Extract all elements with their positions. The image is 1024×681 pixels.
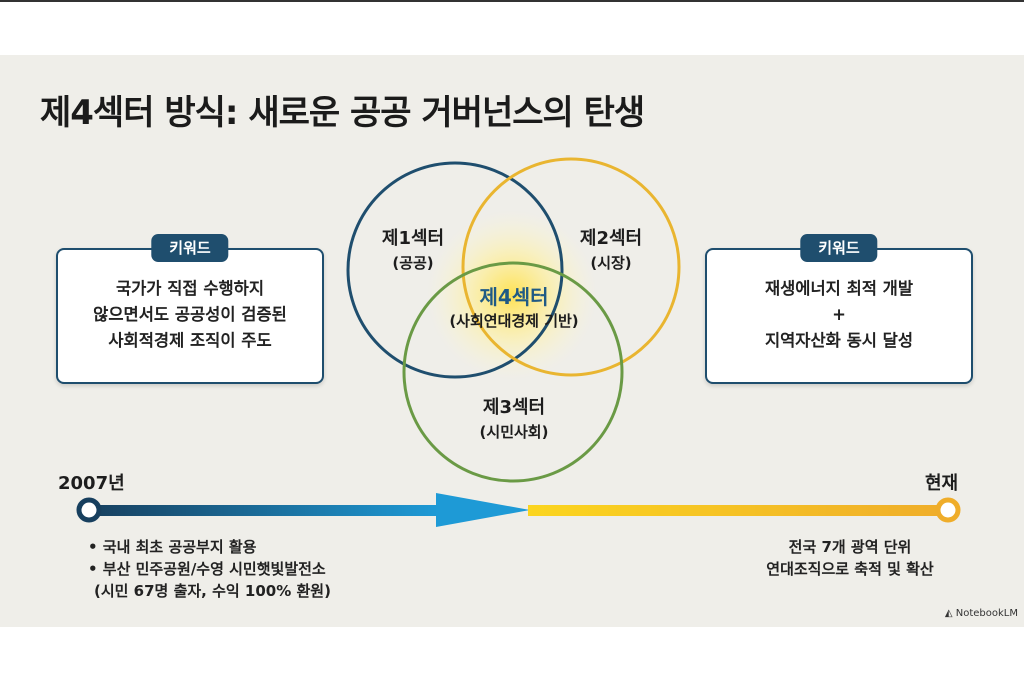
slide-title: 제4섹터 방식: 새로운 공공 거버넌스의 탄생 [40,93,645,133]
timeline-past-bar [88,505,438,516]
right-keyword-box: 키워드 재생에너지 최적 개발 + 지역자산화 동시 달성 [705,234,973,384]
timeline-end-node [935,497,961,523]
notebooklm-logo-icon: ◭ [944,608,956,619]
keyword-line: 재생에너지 최적 개발 [764,279,914,298]
timeline-start-node [76,497,102,523]
window-top-border [0,0,1024,2]
note-line: • 국내 최초 공공부지 활용 [88,538,257,556]
sector3-circle [402,261,624,483]
sector3-label: 제3섹터 (시민사회) [480,396,549,444]
brand-text: NotebookLM [955,608,1018,619]
sector1-name: 제1섹터 [381,228,445,249]
venn-diagram [76,157,961,527]
note-line: (시민 67명 출자, 수익 100% 환원) [94,582,331,600]
sector2-label: 제2섹터 (시장) [580,227,642,275]
note-line: • 부산 민주공원/수영 시민햇빛발전소 [88,560,326,578]
keyword-line: 지역자산화 동시 달성 [764,331,914,350]
timeline-start-label: 2007년 [58,473,125,494]
timeline-arrow-head [436,493,530,527]
timeline-end-notes: 전국 7개 광역 단위 연대조직으로 축적 및 확산 [740,536,960,580]
keyword-line: 국가가 직접 수행하지 [115,279,265,298]
note-line: 전국 7개 광역 단위 [788,538,912,556]
sector4-sub: (사회연대경제 기반) [449,312,579,330]
keyword-line: 않으면서도 공공성이 검증된 [93,305,287,324]
keyword-line: + [832,305,846,324]
keyword-line: 사회적경제 조직이 주도 [108,331,272,350]
note-line: 연대조직으로 축적 및 확산 [766,560,934,578]
sector3-name: 제3섹터 [482,397,546,418]
keyword-badge: 키워드 [800,234,878,262]
sector2-name: 제2섹터 [579,228,643,249]
notebooklm-brand: ◭ NotebookLM [945,608,1018,619]
timeline-future-bar [528,505,948,516]
keyword-badge: 키워드 [151,234,229,262]
timeline-end-label: 현재 [925,473,959,494]
sector1-sub: (공공) [392,254,434,272]
sector4-name: 제4섹터 [479,285,549,309]
sector4-label: 제4섹터 (사회연대경제 기반) [449,285,578,333]
timeline-start-notes: • 국내 최초 공공부지 활용 • 부산 민주공원/수영 시민햇빛발전소 (시민… [88,536,331,602]
sector3-sub: (시민사회) [479,423,549,441]
left-keyword-box: 키워드 국가가 직접 수행하지 않으면서도 공공성이 검증된 사회적경제 조직이… [56,234,324,384]
sector2-sub: (시장) [590,254,632,272]
sector1-label: 제1섹터 (공공) [382,227,444,275]
sector2-circle [461,157,681,377]
center-glow [427,210,597,380]
sector1-circle [346,161,564,379]
slide: 제4섹터 방식: 새로운 공공 거버넌스의 탄생 키워드 국가가 직접 수행하지… [0,55,1024,627]
